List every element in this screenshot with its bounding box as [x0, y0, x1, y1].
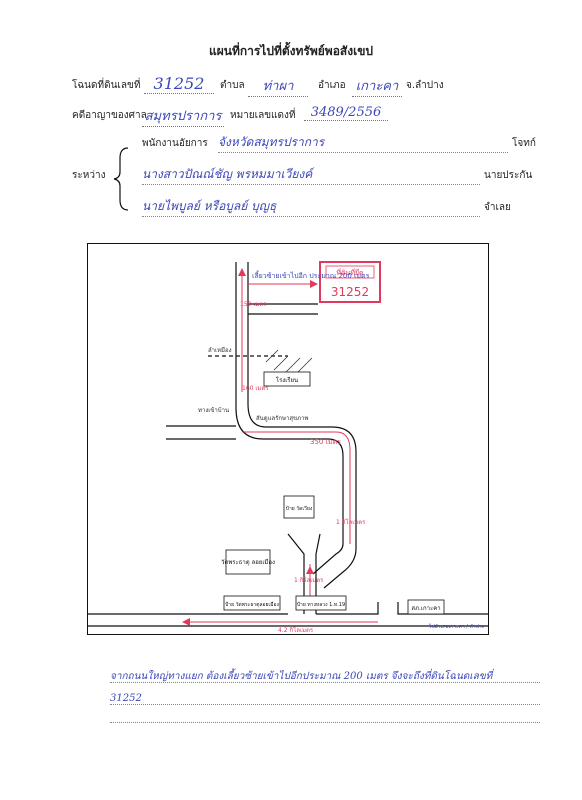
- route-red: [186, 272, 378, 623]
- branch-left-outer: [287, 533, 305, 614]
- dist-350: 350 เมตร: [310, 438, 341, 446]
- way-home-label: ทางเข้าบ้าน: [198, 407, 229, 414]
- school-label: โรงเรียน: [276, 376, 298, 384]
- police-box: [407, 599, 445, 615]
- temple-box: [225, 549, 271, 575]
- guarantor-name: นางสาวปัณณ์ชัญ พรหมมาเวียงค์: [142, 165, 480, 185]
- sign-top-box: [283, 495, 315, 519]
- party-brace: [113, 147, 129, 211]
- canal-label: ลำเหมือง: [208, 346, 232, 354]
- route-arrowheads: [182, 268, 318, 626]
- school-hatch: [265, 349, 313, 375]
- dist-150: 150 เมตร: [240, 301, 267, 308]
- to-district-label: ไปอำเภอเกาะคา / ลำปาง: [428, 623, 485, 630]
- tambon-label: ตำบล: [220, 80, 245, 91]
- document-title: แผนที่การไปที่ตั้งทรัพย์พอสังเขป: [208, 44, 374, 58]
- amphoe-value: เกาะคา: [352, 75, 402, 97]
- land-number: 31252: [331, 285, 369, 299]
- defendant-name: นายไพบูลย์ หรือบูลย์ บุญธุ: [142, 197, 480, 217]
- plaintiff-name: จังหวัดสมุทรปราการ: [218, 133, 508, 153]
- road-left-edge: [235, 262, 344, 575]
- road-right-edge: [247, 262, 357, 589]
- dist-1km-b: 1 กิโลเมตร: [336, 518, 366, 526]
- route-map: โรงเรียน ที่ดินที่ยึด 31252 เลี้ยวซ้ายเข…: [88, 261, 488, 634]
- case-number-value: 3489/2556: [304, 105, 388, 121]
- dist-160: 160 เมตร: [242, 385, 269, 392]
- sign-top-label: ป้าย วัดเวียง: [286, 505, 313, 512]
- land-title-box: [325, 265, 375, 279]
- case-court-label: คดีอาญาของศาล: [72, 110, 147, 121]
- sign-road-box: [295, 595, 347, 611]
- tambon-value: ท่าผา: [248, 75, 308, 97]
- amphoe-label: อำเภอ: [318, 80, 346, 91]
- sign-temple-label: ป้าย วัดพระธาตุลอยเมือง: [225, 601, 280, 608]
- branch-right-outer: [315, 533, 321, 614]
- between-label: ระหว่าง: [72, 170, 106, 181]
- note-line-2: 31252: [110, 686, 540, 705]
- defendant-role: จำเลย: [484, 202, 511, 213]
- note-line-3: [110, 708, 540, 723]
- route-east: [244, 431, 351, 544]
- case-line: คดีอาญาของศาล สมุทรปราการ หมายเลขแดงที่ …: [72, 104, 512, 127]
- land-plot: [319, 261, 381, 303]
- deed-label: โฉนดที่ดินเลขที่: [72, 80, 141, 91]
- school-box: [263, 371, 311, 387]
- court-value: สมุทรปราการ: [142, 105, 224, 127]
- map-frame: โรงเรียน ที่ดินที่ยึด 31252 เลี้ยวซ้ายเข…: [87, 243, 489, 635]
- sign-temple-box: [223, 595, 281, 611]
- deed-line: โฉนดที่ดินเลขที่ 31252 ตำบล ท่าผา อำเภอ …: [72, 74, 512, 97]
- police-label: สภ.เกาะคา: [411, 605, 440, 612]
- land-label: ที่ดินที่ยึด: [336, 268, 363, 277]
- province-value: จ.ลำปาง: [406, 80, 444, 91]
- party-guarantor: นางสาวปัณณ์ชัญ พรหมมาเวียงค์ นายประกัน: [142, 164, 542, 185]
- plaintiff-role: โจทก์: [512, 138, 536, 149]
- dist-4-2: 4.2 กิโลเมตร: [278, 626, 314, 634]
- guarantor-role: นายประกัน: [484, 170, 533, 181]
- highway-top: [88, 602, 488, 615]
- party-defendant: นายไพบูลย์ หรือบูลย์ บุญธุ จำเลย: [142, 196, 542, 217]
- note-text-1: จากถนนใหญ่ทางแยก ต้องเลี้ยวซ้ายเข้าไปอีก…: [110, 671, 493, 682]
- deed-number: 31252: [144, 74, 214, 94]
- note-text-2: 31252: [110, 693, 142, 704]
- party-plaintiff: พนักงานอัยการ จังหวัดสมุทรปราการ โจทก์: [142, 132, 542, 153]
- roads: [88, 262, 488, 627]
- case-number-label: หมายเลขแดงที่: [230, 110, 296, 121]
- health-label: สันดูแลรักษาสุขภาพ: [256, 415, 308, 422]
- temple-label: วัดพระธาตุ ลอยเมือง: [221, 558, 275, 566]
- sign-road-label: ป้าย ทางหลวง 1.ท.19: [297, 601, 345, 608]
- to-land-label: เลี้ยวซ้ายเข้าไปอีก ประมาณ 200 เมตร: [252, 269, 370, 280]
- plaintiff-prefix: พนักงานอัยการ: [142, 138, 208, 149]
- note-line-1: จากถนนใหญ่ทางแยก ต้องเลี้ยวซ้ายเข้าไปอีก…: [110, 664, 540, 683]
- dist-1km-a: 1 กิโลเมตร: [294, 576, 324, 584]
